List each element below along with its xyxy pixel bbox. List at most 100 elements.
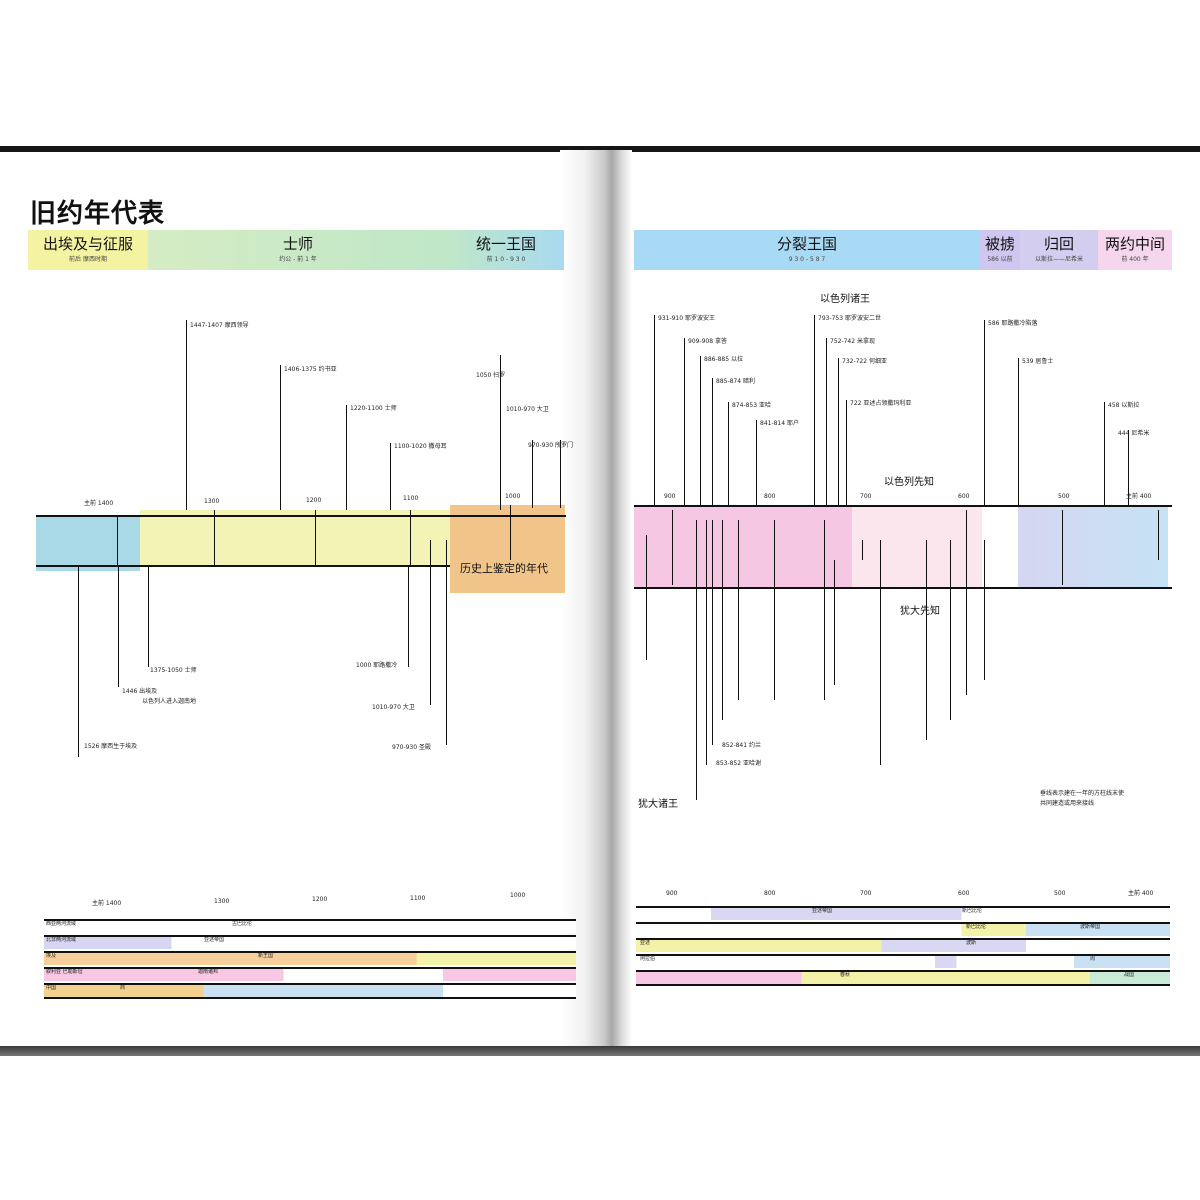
- scale-label: 1200: [306, 497, 322, 504]
- timeline-segment: [852, 505, 982, 587]
- table-row: [44, 951, 576, 965]
- table-row-label: 北非两河流域: [46, 937, 77, 943]
- table-scale-label: 主前 1400: [92, 900, 122, 907]
- band-label: 归回: [1043, 235, 1074, 253]
- band-united-kingdom: 统一王国 前 1 0 - 9 3 0: [448, 230, 564, 270]
- heading-judah-prophets: 犹大先知: [900, 606, 940, 617]
- bar-tick: [510, 505, 511, 560]
- event-line: [712, 378, 713, 505]
- scale-label: 主前 1400: [84, 500, 114, 507]
- event-line: [756, 420, 757, 505]
- event-line: [880, 540, 881, 765]
- band-label: 出埃及与征服: [42, 235, 133, 253]
- scale-label: 500: [1058, 493, 1070, 500]
- event-line: [696, 520, 697, 800]
- event-label: 以色列人进入迦南地: [142, 698, 197, 705]
- event-label: 752-742 米拿现: [830, 338, 875, 345]
- table-scale-label: 700: [860, 890, 872, 897]
- event-line: [712, 520, 713, 745]
- table-cell-label: 波斯帝国: [1080, 924, 1101, 930]
- event-label: 885-874 暗利: [716, 378, 755, 385]
- event-label: 970-930 所罗门: [528, 442, 573, 449]
- event-label: 444 尼希米: [1118, 430, 1150, 437]
- event-line: [838, 358, 839, 505]
- event-line: [926, 540, 927, 740]
- table-row-label: 西亚两河流域: [46, 921, 77, 927]
- table-cell-label: 亚述帝国: [204, 937, 225, 943]
- timeline-segment: [634, 505, 852, 587]
- event-line: [984, 320, 985, 505]
- event-label: 841-814 耶户: [760, 420, 799, 427]
- event-line: [1128, 430, 1129, 505]
- page-top-edge: [0, 146, 1200, 152]
- timeline-segment: [1018, 505, 1168, 587]
- event-label: 1406-1375 约书亚: [284, 366, 337, 373]
- page-bottom-edge: [0, 1046, 1200, 1056]
- table-row: [636, 938, 1170, 952]
- band-exodus: 出埃及与征服 前后 摩西时期: [28, 230, 148, 270]
- band-label: 士师: [282, 235, 313, 253]
- event-line: [186, 320, 187, 510]
- event-label: 1010-970 大卫: [506, 406, 549, 413]
- event-label: 1526 摩西生于埃及: [84, 743, 138, 750]
- band-label: 被掳: [984, 235, 1015, 253]
- event-line: [532, 440, 533, 508]
- band-exile: 被掳 586 以前: [980, 230, 1020, 270]
- table-scale-label: 主前 400: [1128, 890, 1154, 897]
- timeline-segment: [450, 505, 565, 593]
- table-row-label: 新巴比伦: [962, 908, 983, 914]
- table-row-label: 亚述: [640, 940, 651, 946]
- scale-label: 700: [860, 493, 872, 500]
- bar-tick: [117, 515, 118, 565]
- timeline-segment: [36, 515, 140, 571]
- event-label: 1447-1407 摩西领导: [190, 322, 249, 329]
- event-line: [1158, 510, 1159, 560]
- table-row-label: 波斯: [966, 940, 977, 946]
- table-cell-label: 春秋: [840, 972, 851, 978]
- event-line: [984, 540, 985, 680]
- event-line: [560, 440, 561, 508]
- event-line: [1018, 358, 1019, 505]
- event-line: [646, 535, 647, 660]
- event-line: [280, 365, 281, 510]
- band-sub: 前 1 0 - 9 3 0: [486, 256, 526, 263]
- event-label: 1446 出埃及: [122, 688, 158, 695]
- band-sub: 前后 摩西时期: [69, 256, 107, 263]
- event-label: 1220-1100 士师: [350, 405, 397, 412]
- event-label: 853-852 亚哈谢: [716, 760, 761, 767]
- scale-label: 1100: [403, 495, 419, 502]
- bar-tick: [214, 510, 215, 565]
- scale-label: 主前 400: [1126, 493, 1152, 500]
- event-line: [346, 405, 347, 510]
- historical-date-note: 历史上鉴定的年代: [460, 562, 548, 575]
- table-cell-label: 古巴比伦: [232, 921, 253, 927]
- event-label: 539 居鲁士: [1022, 358, 1054, 365]
- event-label: 970-930 圣殿: [392, 744, 431, 751]
- event-label: 732-722 何细亚: [842, 358, 887, 365]
- event-label: 458 以斯拉: [1108, 402, 1140, 409]
- table-cell-label: 战国: [1124, 972, 1135, 978]
- event-line: [1104, 402, 1105, 505]
- scale-label: 900: [664, 493, 676, 500]
- timeline-line: [634, 505, 1172, 507]
- table-scale-label: 1300: [214, 898, 230, 905]
- event-line: [862, 540, 863, 560]
- table-row: [636, 922, 1170, 936]
- page-title: 旧约年代表: [30, 199, 166, 229]
- bar-tick: [410, 510, 411, 565]
- event-label: 874-853 亚哈: [732, 402, 771, 409]
- event-line: [500, 355, 501, 510]
- timeline-segment: [140, 510, 450, 566]
- event-line: [672, 510, 673, 585]
- table-cell-label: 亚述帝国: [812, 908, 833, 914]
- table-scale-label: 800: [764, 890, 776, 897]
- table-row: [44, 967, 576, 981]
- event-line: [950, 540, 951, 720]
- event-label: 909-908 拿答: [688, 338, 727, 345]
- table-cell-label: 迦南诸邦: [198, 969, 219, 975]
- event-line: [738, 520, 739, 700]
- event-line: [824, 520, 825, 700]
- table-row: [636, 954, 1170, 968]
- table-row: [636, 906, 1170, 920]
- event-line: [1062, 510, 1063, 585]
